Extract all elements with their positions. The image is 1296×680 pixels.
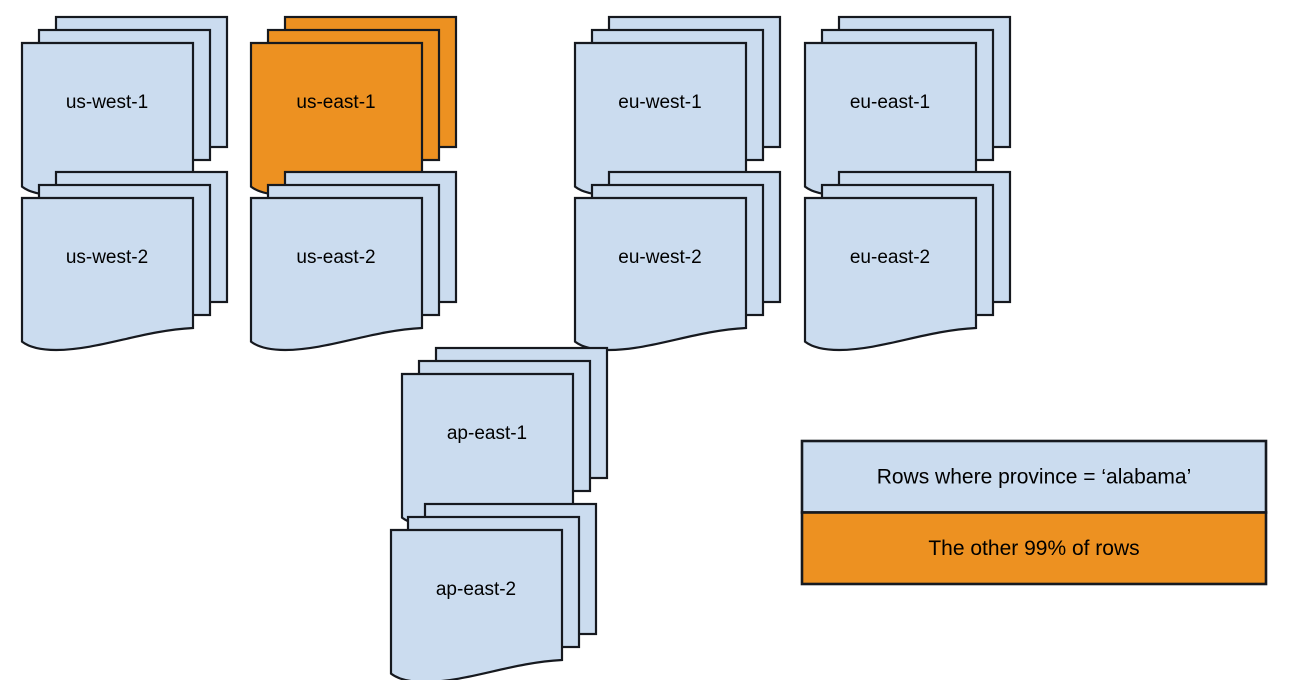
document-sheet-front [803,196,978,352]
document-stacks-group: us-west-1 us-east-1 eu-west-1 eu-east-1 us-w… [20,15,1012,680]
stack-label-ap-east-1: ap-east-1 [447,423,527,444]
stack-label-us-east-1: us-east-1 [296,92,375,113]
document-stack-us-east-2[interactable]: us-east-2 [249,170,458,352]
document-stack-eu-east-1[interactable]: eu-east-1 [803,15,1012,197]
stack-label-us-west-2: us-west-2 [66,247,148,268]
stack-label-ap-east-2: ap-east-2 [436,579,516,600]
legend-group: Rows where province = ‘alabama’ The other… [800,439,1268,586]
document-sheet-front [573,196,748,352]
stack-label-eu-west-1: eu-west-1 [618,92,701,113]
legend-label-1: The other 99% of rows [928,537,1139,560]
legend-row-alabama[interactable]: Rows where province = ‘alabama’ [800,439,1268,514]
document-stack-us-west-2[interactable]: us-west-2 [20,170,229,352]
stack-label-eu-east-1: eu-east-1 [850,92,930,113]
stack-label-eu-west-2: eu-west-2 [618,247,701,268]
stack-label-us-east-2: us-east-2 [296,247,375,268]
legend-swatch-1 [800,511,1268,586]
legend-row-other[interactable]: The other 99% of rows [800,511,1268,586]
stack-label-us-west-1: us-west-1 [66,92,148,113]
document-stack-us-east-1[interactable]: us-east-1 [249,15,458,197]
document-stack-eu-west-2[interactable]: eu-west-2 [573,170,782,352]
document-sheet-front [249,196,424,352]
document-sheet-front [389,528,564,680]
stack-label-eu-east-2: eu-east-2 [850,247,930,268]
document-stack-eu-east-2[interactable]: eu-east-2 [803,170,1012,352]
document-sheet-front [20,196,195,352]
legend-label-0: Rows where province = ‘alabama’ [877,465,1192,488]
document-stack-eu-west-1[interactable]: eu-west-1 [573,15,782,197]
document-stack-ap-east-1[interactable]: ap-east-1 [400,346,609,528]
document-stack-ap-east-2[interactable]: ap-east-2 [389,502,598,680]
document-stack-us-west-1[interactable]: us-west-1 [20,15,229,197]
